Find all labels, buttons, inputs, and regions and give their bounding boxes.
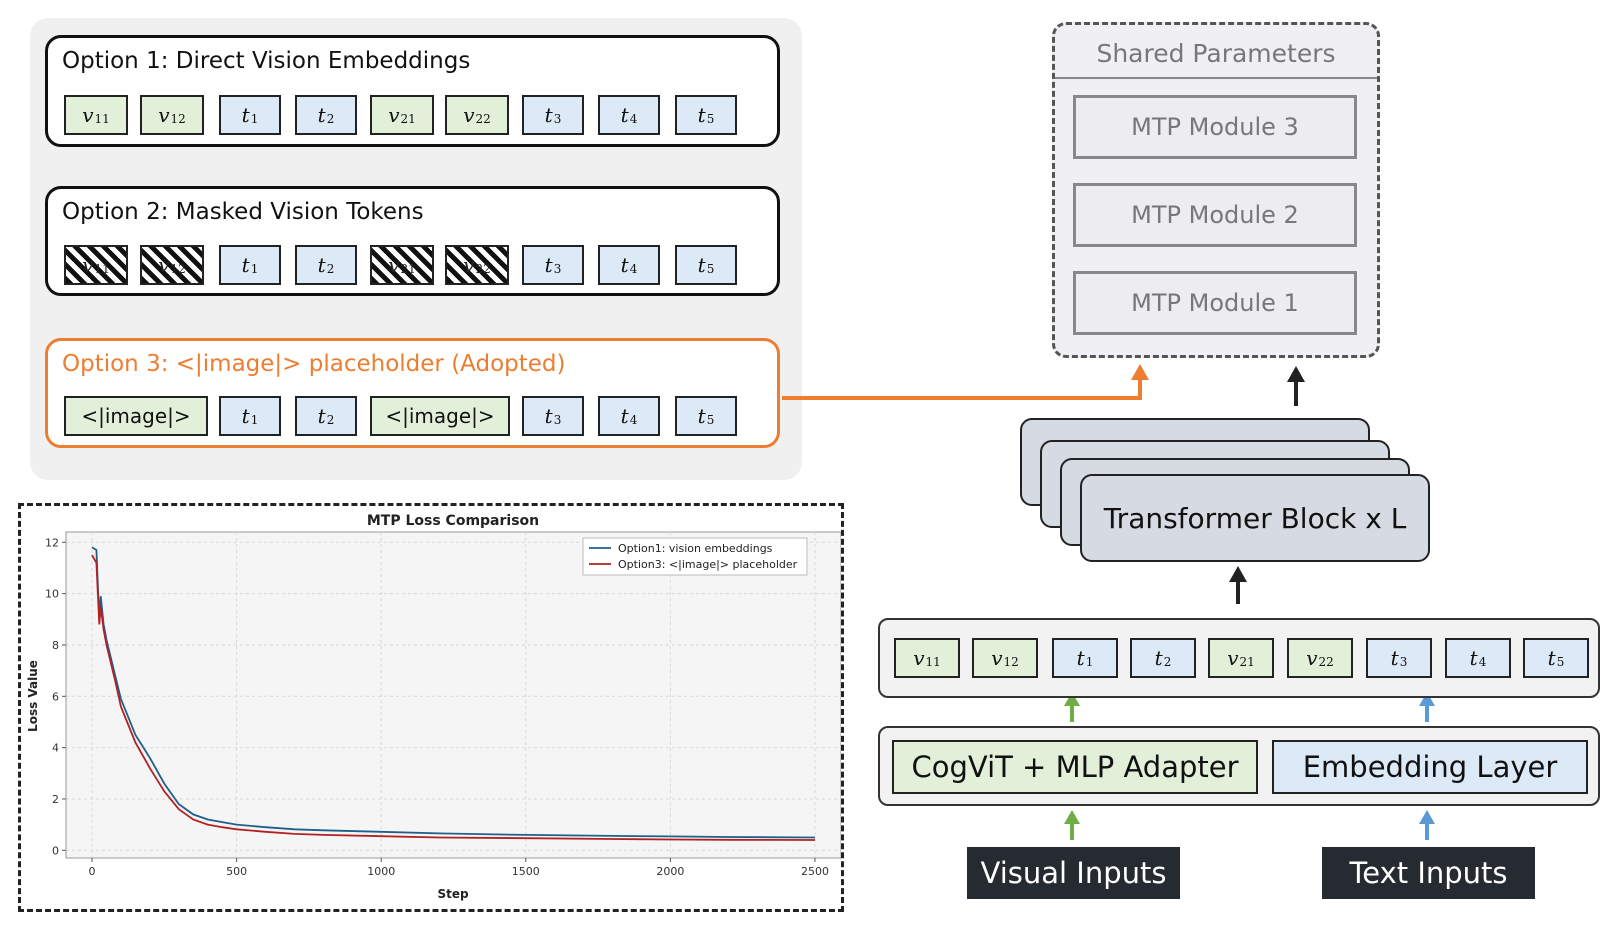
mtp-module-2: MTP Module 2: [1073, 183, 1357, 247]
x-tick-label: 2500: [801, 865, 829, 878]
embedding-layer-box: Embedding Layer: [1272, 740, 1588, 794]
y-tick-label: 8: [52, 639, 59, 652]
legend-label-option1: Option1: vision embeddings: [618, 542, 773, 555]
loss-chart: MTP Loss Comparison 0 500 1000 1500 2000 2500…: [26, 513, 841, 901]
shared-parameters-divider: [1055, 77, 1377, 79]
shared-parameters-title: Shared Parameters: [1096, 39, 1336, 68]
arrow-head-text-to-embed: [1419, 810, 1435, 824]
legend: Option1: vision embeddings Option3: <|im…: [582, 537, 808, 576]
chart-title: MTP Loss Comparison: [367, 513, 539, 529]
text-inputs-box: Text Inputs: [1322, 847, 1535, 899]
option1-title: Option 1: Direct Vision Embeddings: [62, 48, 471, 74]
x-tick-label: 1000: [367, 865, 395, 878]
adopted-connector-line: [782, 378, 1142, 400]
image-placeholder-token-2: <|image|>: [370, 396, 510, 436]
x-tick-label: 500: [226, 865, 247, 878]
y-axis-label: Loss Value: [26, 660, 40, 732]
legend-label-option3: Option3: <|image|> placeholder: [618, 558, 798, 571]
x-axis-label: Step: [437, 887, 469, 901]
mtp-module-3: MTP Module 3: [1073, 95, 1357, 159]
vision-encoder-box: CogViT + MLP Adapter: [892, 740, 1258, 794]
shared-parameters-box: Shared Parameters MTP Module 3 MTP Modul…: [1052, 22, 1380, 358]
series-layer: [91, 546, 816, 841]
loss-chart-frame: MTP Loss Comparison 0 500 1000 1500 2000 2500…: [18, 503, 844, 912]
x-tick-label: 2000: [656, 865, 684, 878]
y-tick-label: 2: [52, 793, 59, 806]
adopted-arrow-head: [1131, 364, 1149, 380]
arrow-head-vit-to-tokens: [1064, 692, 1080, 706]
legend-box: [582, 537, 808, 576]
image-placeholder-token-1: <|image|>: [64, 396, 208, 436]
tick-layer: 0 500 1000 1500 2000 2500 0 2 4 6 8 10 12: [45, 536, 829, 878]
series-line-option3: [91, 554, 816, 841]
option3-box: Option 3: <|image|> placeholder (Adopted…: [45, 338, 780, 448]
transformer-block: Transformer Block x L: [1080, 474, 1430, 562]
plot-area: [65, 531, 841, 859]
y-tick-label: 4: [52, 742, 59, 755]
grid-layer: [66, 532, 841, 858]
mtp-module-1: MTP Module 1: [1073, 271, 1357, 335]
arrow-head-embed-to-tokens: [1419, 692, 1435, 706]
encoder-row: CogViT + MLP Adapter Embedding Layer: [878, 726, 1600, 806]
option2-title: Option 2: Masked Vision Tokens: [62, 199, 424, 225]
option3-title: Option 3: <|image|> placeholder (Adopted…: [62, 351, 566, 377]
arrow-head-transformer-to-mtp: [1287, 366, 1305, 382]
x-tick-label: 1500: [512, 865, 540, 878]
arrow-head-tokens-to-transformer: [1229, 566, 1247, 582]
visual-inputs-box: Visual Inputs: [967, 847, 1180, 899]
arrow-head-visual-to-vit: [1064, 810, 1080, 824]
y-tick-label: 12: [45, 536, 59, 549]
x-tick-label: 0: [89, 865, 96, 878]
y-tick-label: 6: [52, 690, 59, 703]
y-tick-label: 10: [45, 588, 59, 601]
y-tick-label: 0: [52, 844, 59, 857]
